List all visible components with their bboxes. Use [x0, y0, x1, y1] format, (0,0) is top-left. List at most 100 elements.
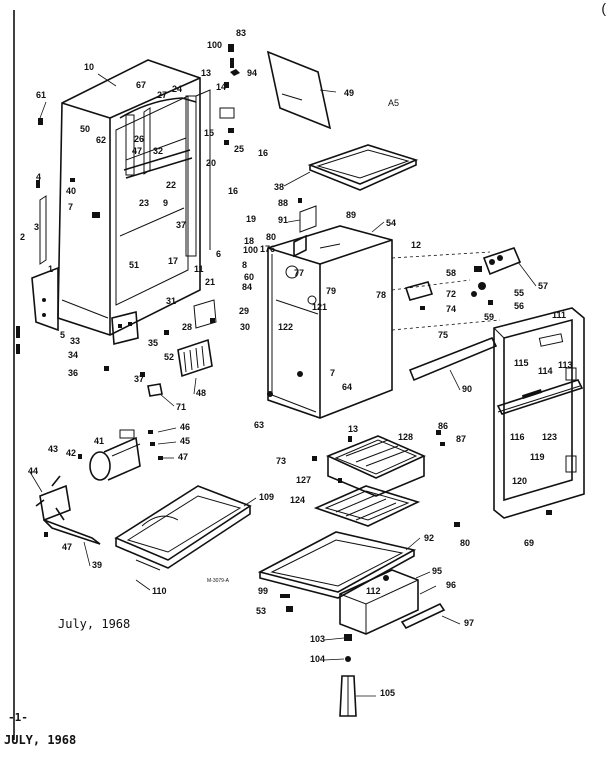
part-label: 128 — [398, 432, 413, 442]
part-label: 54 — [386, 218, 396, 228]
part-label: 31 — [166, 296, 176, 306]
hinge-57 — [471, 247, 522, 305]
part-label: 72 — [446, 289, 456, 299]
part-label: 119 — [530, 452, 545, 462]
part-label: 61 — [36, 90, 46, 100]
crisper-112 — [339, 569, 419, 635]
part-label: 29 — [239, 306, 249, 316]
part-label: 50 — [80, 124, 90, 134]
part-label: 121 — [312, 302, 327, 312]
part-label: 9 — [163, 198, 168, 208]
grille-48 — [177, 338, 213, 378]
part-72 — [404, 281, 434, 310]
part-label: 105 — [380, 688, 395, 698]
part-label: 114 — [538, 366, 553, 376]
part-label: 80 — [460, 538, 470, 548]
tray-38 — [307, 144, 419, 191]
shelf-124 — [313, 485, 421, 527]
part-label: 59 — [484, 312, 494, 322]
part-label: 51 — [129, 260, 139, 270]
part-label: 110 — [152, 586, 167, 596]
part-label: 69 — [524, 538, 534, 548]
fasteners-left — [16, 118, 100, 354]
part-label: 41 — [94, 436, 104, 446]
part-label: 75 — [438, 330, 448, 340]
drawing-reference-code: M-3079-A — [207, 578, 229, 584]
part-label: 19 — [246, 214, 256, 224]
part-label: 71 — [176, 402, 186, 412]
door-frame-111 — [493, 307, 585, 519]
part-label: 34 — [68, 350, 78, 360]
panel-49 — [266, 50, 332, 130]
part-label: 56 — [514, 301, 524, 311]
part-label: 79 — [326, 286, 336, 296]
part-label: 43 — [48, 444, 58, 454]
part-label: 53 — [256, 606, 266, 616]
part-label: 104 — [310, 654, 325, 664]
part-label: 86 — [438, 421, 448, 431]
part-label: 84 — [242, 282, 252, 292]
leader-lines — [29, 73, 537, 697]
part-label: 78 — [376, 290, 386, 300]
part-label: 63 — [254, 420, 264, 430]
part-label: 44 — [28, 466, 38, 476]
part-label: 87 — [456, 434, 466, 444]
part-label: 25 — [234, 144, 244, 154]
part-labels: 83 100 94 49 10 61 67 27 13 24 14 50 62 … — [20, 28, 573, 698]
part-label: 26 — [134, 134, 144, 144]
part-label: 67 — [136, 80, 146, 90]
part-label: 38 — [274, 182, 284, 192]
part-label: 89 — [346, 210, 356, 220]
part-label: 4 — [36, 172, 41, 182]
part-label: 94 — [247, 68, 257, 78]
part-label: 80 — [266, 232, 276, 242]
part-label: 17 — [168, 256, 178, 266]
part-label: 64 — [342, 382, 352, 392]
drain-pan-109 — [114, 485, 252, 571]
part-label: 91 — [278, 215, 288, 225]
part-label: 55 — [514, 288, 524, 298]
part-label: 20 — [206, 158, 216, 168]
part-label: 18 — [244, 236, 254, 246]
small-fasteners-top — [219, 44, 240, 145]
part-label: 37 — [176, 220, 186, 230]
tube-97 — [400, 602, 446, 630]
part-label: 13 — [348, 424, 358, 434]
part-label: 1 — [48, 264, 53, 274]
part-label: 45 — [180, 436, 190, 446]
part-label: 27 — [157, 90, 167, 100]
part-label: 48 — [196, 388, 206, 398]
part-label: 12 — [411, 240, 421, 250]
part-label: 97 — [464, 618, 474, 628]
part-label: 28 — [182, 322, 192, 332]
part-label: 49 — [344, 88, 354, 98]
date-caption: July, 1968 — [58, 617, 131, 631]
trim-strip-90 — [408, 336, 498, 382]
part-label: 2 — [20, 232, 25, 242]
side-bracket — [31, 195, 59, 332]
control-parts-91 — [293, 198, 341, 258]
part-label: 120 — [512, 476, 527, 486]
part-label: 16 — [228, 186, 238, 196]
part-label: 74 — [446, 304, 456, 314]
part-label: 100 — [207, 40, 222, 50]
part-label: 37 — [134, 374, 144, 384]
part-label: 14 — [216, 82, 226, 92]
part-label: 127 — [296, 475, 311, 485]
part-label: 96 — [446, 580, 456, 590]
part-label: 23 — [139, 198, 149, 208]
part-label: 15 — [204, 128, 214, 138]
part-label: 5 — [60, 330, 65, 340]
part-label: 103 — [310, 634, 325, 644]
cabinet-shell — [57, 59, 201, 336]
part-label: 47 — [132, 146, 142, 156]
part-label: 46 — [180, 422, 190, 432]
page-number: -1- — [8, 711, 28, 724]
part-label: 30 — [240, 322, 250, 332]
part-label: 83 — [236, 28, 246, 38]
part-label: 52 — [164, 352, 174, 362]
fan-motor-41 — [35, 429, 163, 545]
leveling-leg-105 — [339, 634, 357, 717]
part-label: 176 — [260, 244, 275, 254]
